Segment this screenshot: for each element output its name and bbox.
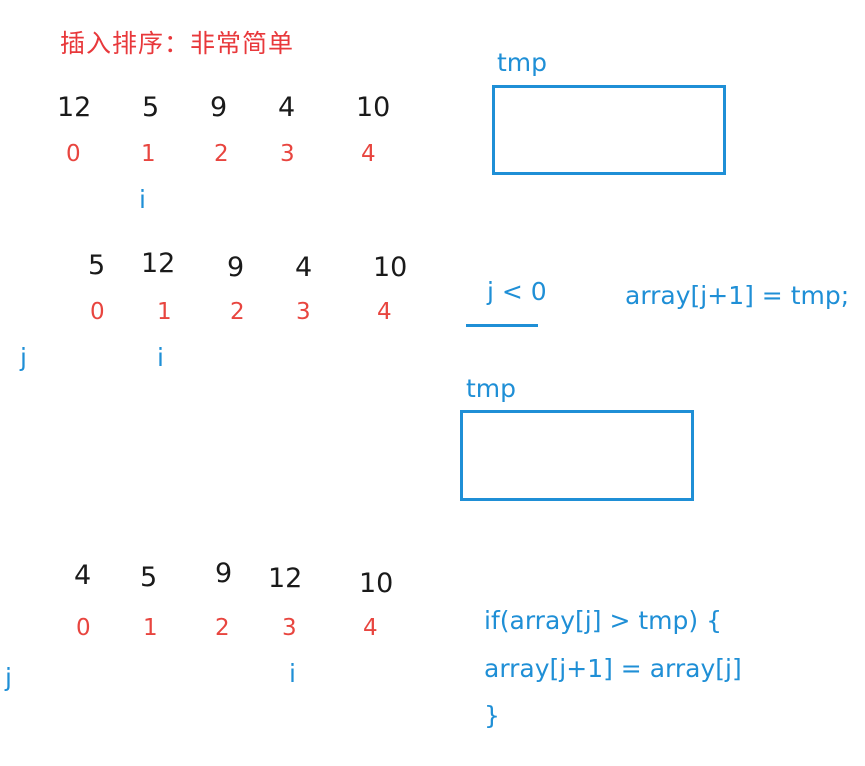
page-title: 插入排序：非常简单 bbox=[60, 29, 295, 58]
step3-index-4: 4 bbox=[363, 615, 378, 641]
step3-value-0: 4 bbox=[74, 560, 92, 591]
step2-value-1: 12 bbox=[141, 248, 176, 279]
step3-index-3: 3 bbox=[282, 615, 297, 641]
code-line-close: } bbox=[484, 701, 500, 730]
step1-value-2: 9 bbox=[210, 92, 228, 123]
step1-index-3: 3 bbox=[280, 141, 295, 167]
step3-index-2: 2 bbox=[215, 615, 230, 641]
step3-value-1: 5 bbox=[140, 562, 158, 593]
step1-value-0: 12 bbox=[57, 92, 92, 123]
step2-value-4: 10 bbox=[373, 252, 408, 283]
step2-value-3: 4 bbox=[295, 252, 313, 283]
step3-value-3: 12 bbox=[268, 563, 303, 594]
step1-pointer-i: i bbox=[139, 185, 146, 214]
step2-pointer-i: i bbox=[157, 343, 164, 372]
step2-index-3: 3 bbox=[296, 299, 311, 325]
step2-index-4: 4 bbox=[377, 299, 392, 325]
step1-value-1: 5 bbox=[142, 92, 160, 123]
step3-index-1: 1 bbox=[143, 615, 158, 641]
step1-index-2: 2 bbox=[214, 141, 229, 167]
code-line-shift: array[j+1] = array[j] bbox=[484, 654, 742, 683]
tmp-box-2 bbox=[460, 410, 694, 501]
step3-value-2: 9 bbox=[215, 558, 233, 589]
tmp-label-1: tmp bbox=[497, 48, 548, 77]
step2-index-2: 2 bbox=[230, 299, 245, 325]
tmp-box-1 bbox=[492, 85, 726, 175]
step3-index-0: 0 bbox=[76, 615, 91, 641]
step3-value-4: 10 bbox=[359, 568, 394, 599]
step1-index-4: 4 bbox=[361, 141, 376, 167]
condition-underline bbox=[466, 324, 538, 327]
step1-index-1: 1 bbox=[141, 141, 156, 167]
step2-value-0: 5 bbox=[88, 250, 106, 281]
step2-index-0: 0 bbox=[90, 299, 105, 325]
step2-pointer-j: j bbox=[20, 343, 27, 372]
step1-value-3: 4 bbox=[278, 92, 296, 123]
step2-index-1: 1 bbox=[157, 299, 172, 325]
code-line-if: if(array[j] > tmp) { bbox=[484, 606, 722, 635]
step3-pointer-j: j bbox=[5, 663, 12, 692]
step1-value-4: 10 bbox=[356, 92, 391, 123]
step1-index-0: 0 bbox=[66, 141, 81, 167]
condition-j-less-than-zero: j < 0 bbox=[487, 277, 547, 306]
assignment-tmp: array[j+1] = tmp; bbox=[625, 281, 850, 310]
step3-pointer-i: i bbox=[289, 659, 296, 688]
step2-value-2: 9 bbox=[227, 252, 245, 283]
tmp-label-2: tmp bbox=[466, 374, 517, 403]
